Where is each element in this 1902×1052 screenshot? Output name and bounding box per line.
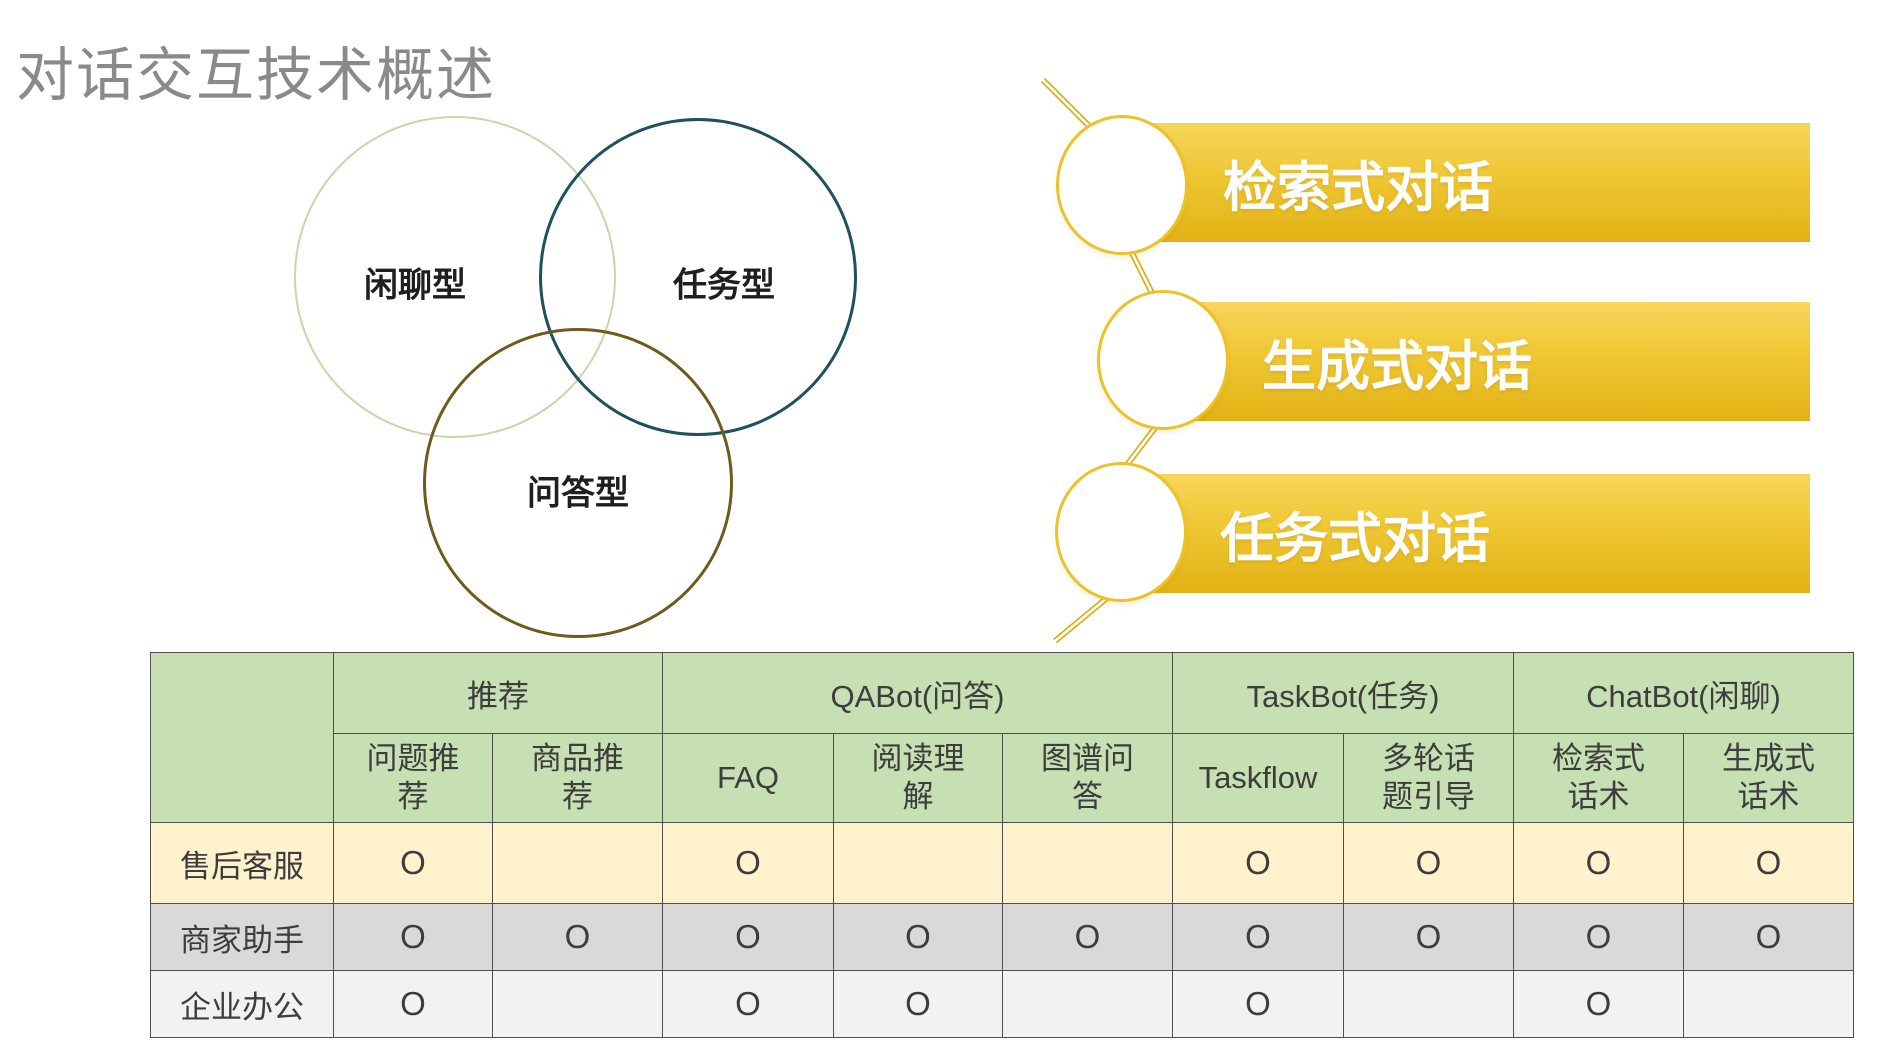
table-column-header-7: 检索式 话术 <box>1513 733 1684 823</box>
banner-task-dialogue: 任务式对话 <box>1121 474 1810 593</box>
chain-node-circle-3 <box>1055 462 1187 602</box>
table-column-header-2: FAQ <box>662 733 834 823</box>
table-cell-0-6: O <box>1343 822 1514 904</box>
table-group-header-0: 推荐 <box>333 652 663 734</box>
chain-node-circle-2 <box>1097 290 1229 430</box>
table-cell-1-7: O <box>1513 903 1684 971</box>
chain-node-circle-1 <box>1056 115 1188 255</box>
table-cell-1-6: O <box>1343 903 1514 971</box>
venn-label-qa: 问答型 <box>527 474 629 513</box>
table-column-header-8: 生成式 话术 <box>1683 733 1854 823</box>
banner-generative-dialogue: 生成式对话 <box>1163 302 1810 421</box>
table-cell-0-1 <box>492 822 663 904</box>
table-cell-2-8 <box>1683 970 1854 1038</box>
table-cell-0-5: O <box>1172 822 1344 904</box>
table-corner-cell <box>150 652 334 823</box>
table-cell-2-5: O <box>1172 970 1344 1038</box>
table-cell-1-8: O <box>1683 903 1854 971</box>
table-cell-1-5: O <box>1172 903 1344 971</box>
banner-retrieval-dialogue: 检索式对话 <box>1124 123 1810 242</box>
table-cell-2-0: O <box>333 970 493 1038</box>
table-column-header-6: 多轮话 题引导 <box>1343 733 1514 823</box>
table-cell-2-6 <box>1343 970 1514 1038</box>
table-cell-2-4 <box>1002 970 1173 1038</box>
table-column-header-3: 阅读理 解 <box>833 733 1003 823</box>
table-cell-2-7: O <box>1513 970 1684 1038</box>
table-row-label-1: 商家助手 <box>150 903 334 971</box>
table-group-header-1: QABot(问答) <box>662 652 1173 734</box>
table-cell-2-1 <box>492 970 663 1038</box>
banner-label: 检索式对话 <box>1223 158 1493 218</box>
page-title: 对话交互技术概述 <box>16 43 497 108</box>
table-row-label-0: 售后客服 <box>150 822 334 904</box>
table-cell-1-2: O <box>662 903 834 971</box>
table-column-header-1: 商品推 荐 <box>492 733 663 823</box>
venn-label-task: 任务型 <box>673 266 775 305</box>
venn-label-chitchat: 闲聊型 <box>364 266 466 305</box>
table-cell-0-2: O <box>662 822 834 904</box>
table-cell-1-4: O <box>1002 903 1173 971</box>
table-cell-2-3: O <box>833 970 1003 1038</box>
table-column-header-4: 图谱问 答 <box>1002 733 1173 823</box>
banner-label: 生成式对话 <box>1262 337 1532 397</box>
table-cell-0-8: O <box>1683 822 1854 904</box>
table-cell-2-2: O <box>662 970 834 1038</box>
table-cell-0-0: O <box>333 822 493 904</box>
table-group-header-3: ChatBot(闲聊) <box>1513 652 1854 734</box>
table-column-header-0: 问题推 荐 <box>333 733 493 823</box>
table-column-header-5: Taskflow <box>1172 733 1344 823</box>
venn-circle-qa <box>423 328 733 638</box>
table-group-header-2: TaskBot(任务) <box>1172 652 1514 734</box>
banner-label: 任务式对话 <box>1220 509 1490 569</box>
